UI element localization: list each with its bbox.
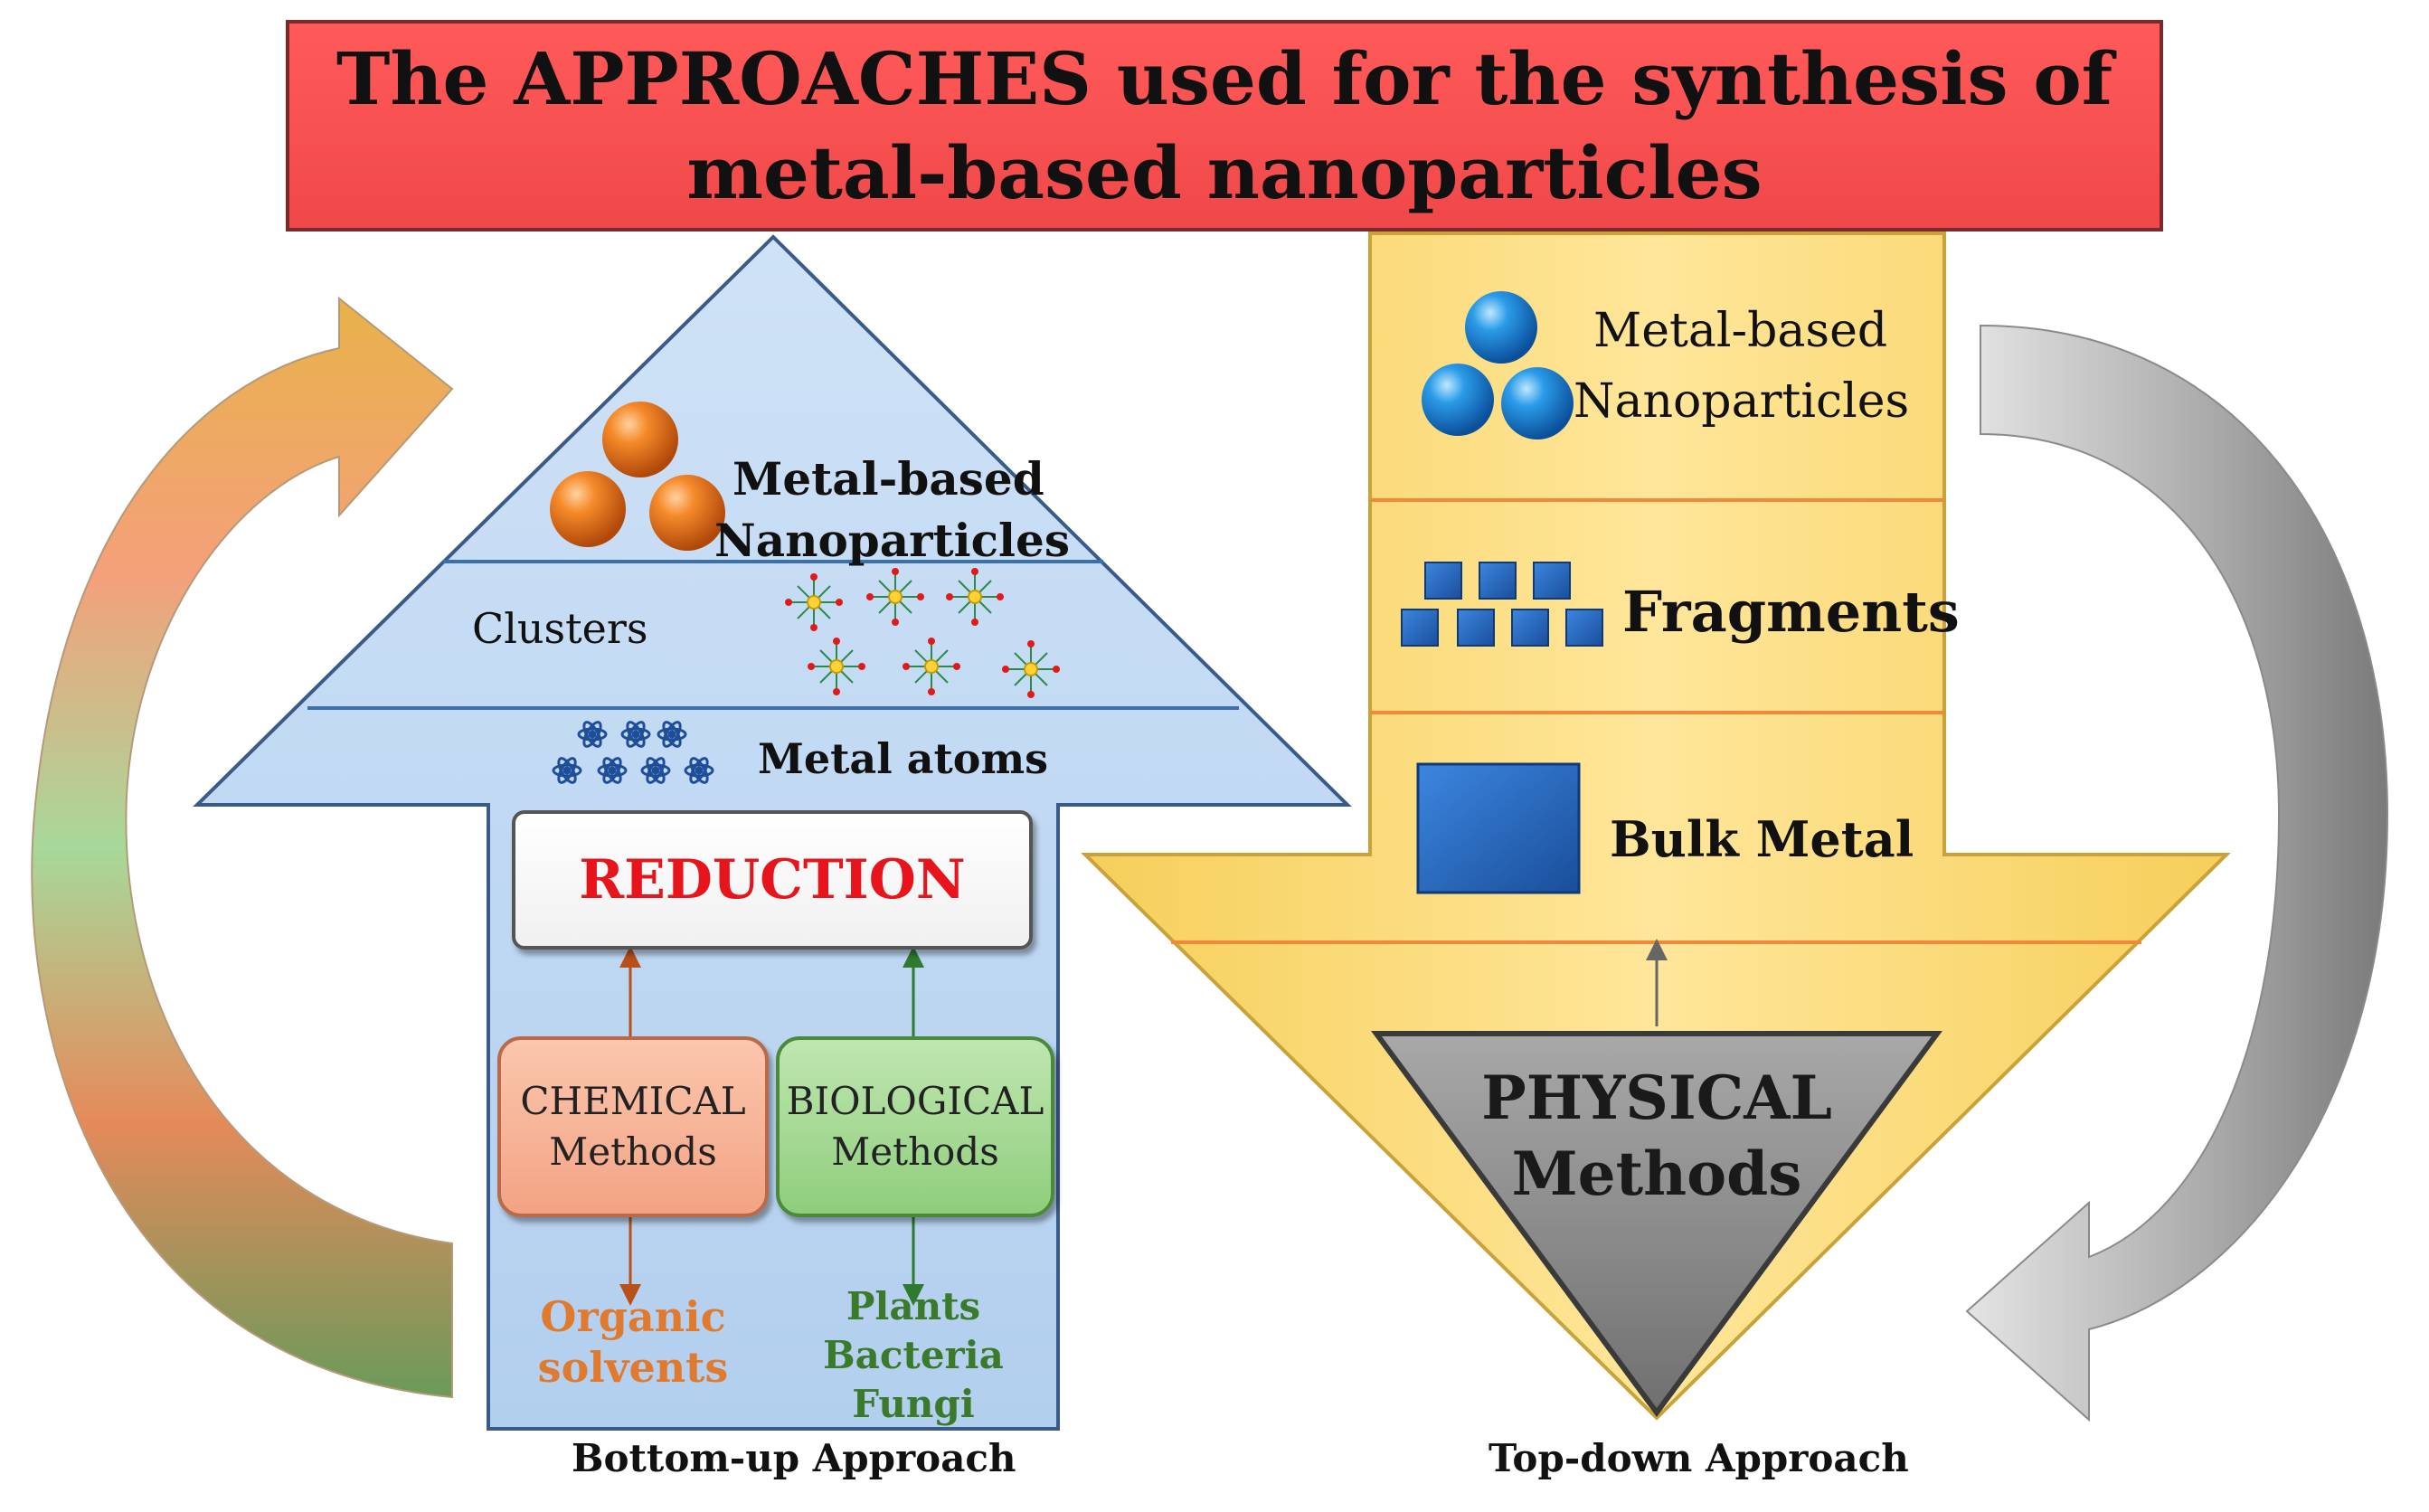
atom-icon	[552, 721, 714, 784]
bulk-metal-cube-icon	[1416, 762, 1581, 894]
reduction-label: REDUCTION	[579, 848, 966, 912]
top-down-caption: Top-down Approach	[1489, 1436, 1909, 1480]
physical-label-2: Methods	[1511, 1139, 1802, 1209]
bio-source-2: Bacteria	[823, 1333, 1004, 1377]
biological-label-2: Methods	[831, 1129, 999, 1174]
reduction-box: REDUCTION	[512, 810, 1033, 950]
biological-label-1: BIOLOGICAL	[786, 1079, 1044, 1123]
bu-nanoparticles-label-2: Nanoparticles	[714, 514, 1070, 567]
orange-sphere-icon	[550, 402, 725, 551]
organic-label-1: Organic	[540, 1292, 726, 1341]
td-nanoparticles-label-2: Nanoparticles	[1574, 374, 1910, 429]
bu-nanoparticles-label-1: Metal-based	[732, 452, 1044, 506]
title-line-2: metal-based nanoparticles	[686, 130, 1763, 215]
physical-methods-label: PHYSICAL Methods	[1429, 1060, 1885, 1212]
organic-solvents-label: Organic solvents	[525, 1291, 742, 1393]
top-down-arrow	[1081, 232, 2231, 1421]
chemical-label-1: CHEMICAL	[520, 1079, 746, 1123]
chemical-methods-box: CHEMICAL Methods	[497, 1036, 769, 1217]
cluster-icon	[785, 568, 1060, 698]
curved-arrow-icon	[31, 296, 454, 1399]
bottom-up-caption: Bottom-up Approach	[572, 1436, 1016, 1480]
curved-arrow-icon	[1965, 324, 2389, 1422]
td-nanoparticles-label-1: Metal-based	[1593, 304, 1888, 358]
chemical-label-2: Methods	[549, 1129, 717, 1174]
organic-label-2: solvents	[537, 1343, 729, 1392]
bio-sources-label: Plants Bacteria Fungi	[796, 1282, 1031, 1429]
physical-methods-triangle	[1371, 1031, 1942, 1418]
clusters-label: Clusters	[472, 604, 648, 653]
title-banner: The APPROACHES used for the synthesis of…	[286, 20, 2163, 232]
physical-label-1: PHYSICAL	[1481, 1063, 1832, 1133]
title-line-1: The APPROACHES used for the synthesis of	[336, 36, 2113, 121]
fragments-label: Fragments	[1622, 579, 1960, 645]
biological-methods-box: BIOLOGICAL Methods	[776, 1036, 1054, 1217]
bio-source-3: Fungi	[852, 1382, 975, 1426]
metal-atoms-label: Metal atoms	[758, 734, 1049, 783]
bulk-metal-label: Bulk Metal	[1610, 810, 1914, 868]
bio-source-1: Plants	[846, 1284, 981, 1328]
cube-icon	[1401, 562, 1603, 647]
blue-sphere-icon	[1422, 291, 1574, 439]
